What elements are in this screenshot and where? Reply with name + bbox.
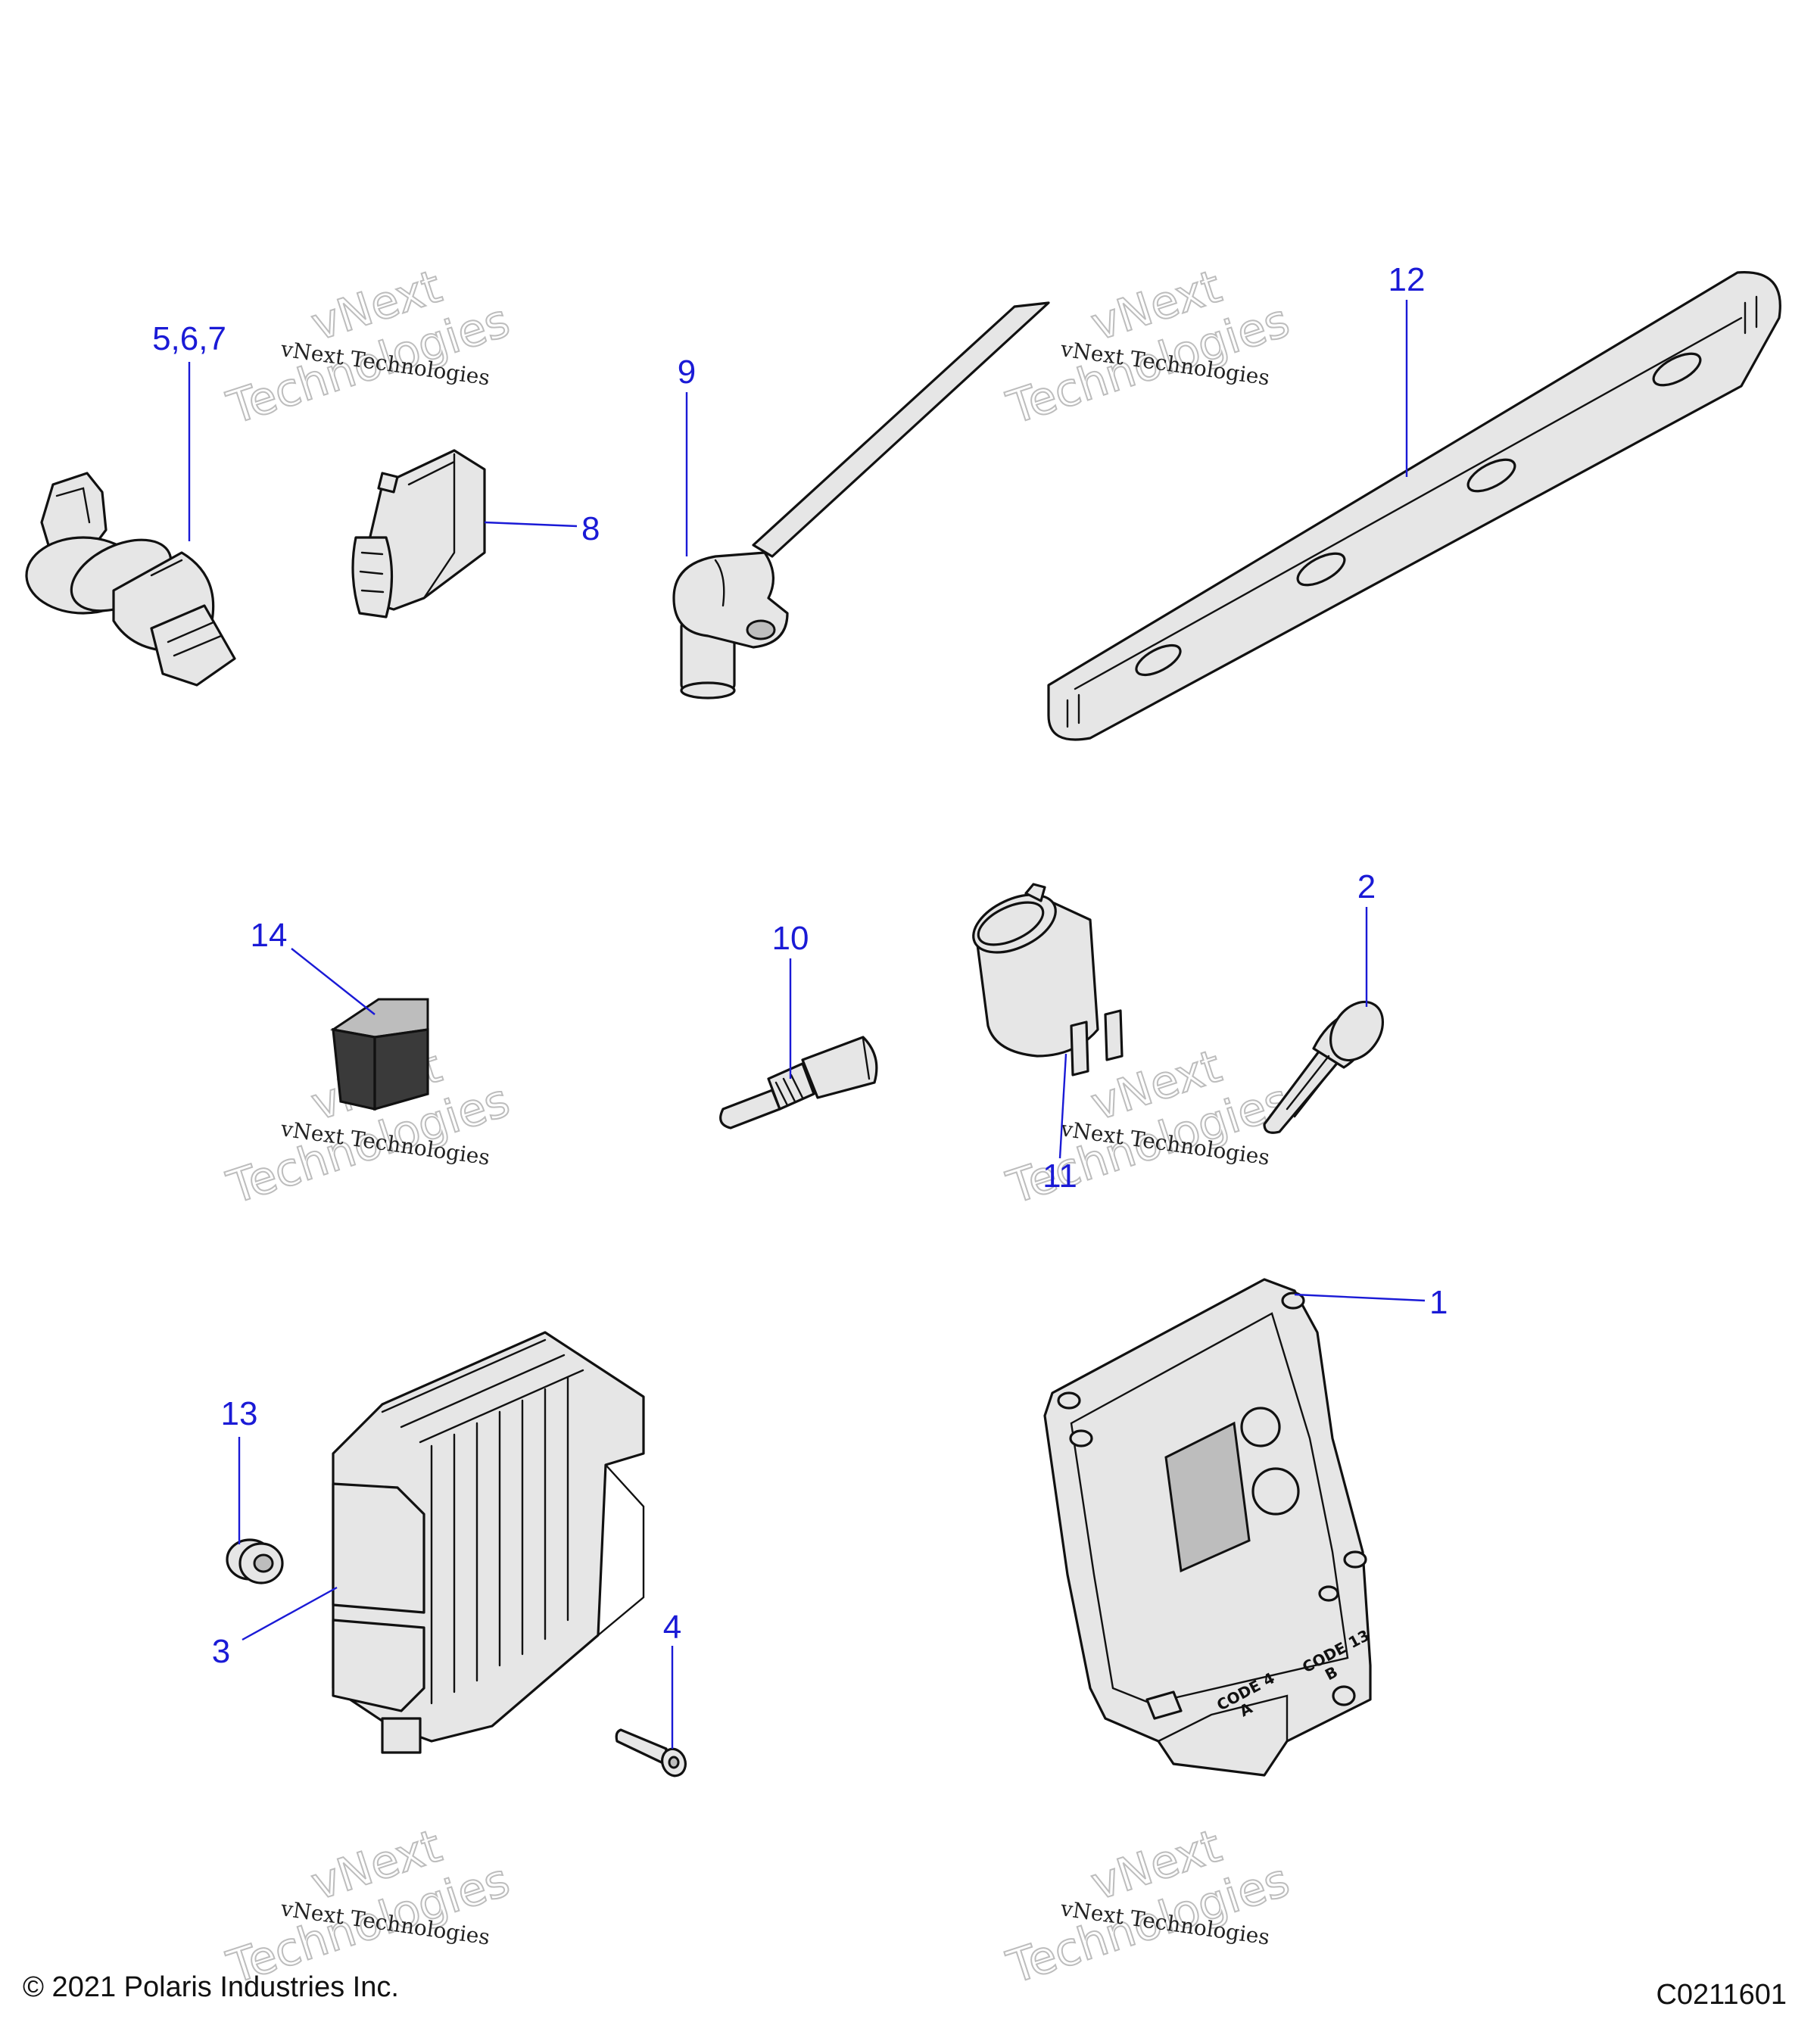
callout-11: 11 [1043,1158,1077,1195]
part-key-switch [25,472,236,687]
callout-2: 2 [1357,868,1376,905]
part-speed-sensor [672,301,1050,700]
callout-567: 5,6,7 [152,320,226,357]
drawing-code: C0211601 [1656,1979,1787,2011]
leader-14 [291,948,376,1015]
callout-1: 1 [1429,1284,1448,1321]
callout-14: 14 [251,917,288,954]
part-regulator [332,1331,645,1754]
watermark-top-left: vNext Technologies vNext Technologies [220,260,516,436]
watermark-bottom-left: vNext Technologies vNext Technologies [220,1819,516,1996]
part-ecu: CODE 4 A CODE 13 B [1043,1278,1373,1777]
watermark-bottom-right: vNext Technologies vNext Technologies [1000,1819,1296,1996]
part-temp-sensor [719,1036,878,1129]
leader-3 [242,1586,338,1641]
callout-10: 10 [772,920,809,957]
callout-8: 8 [581,510,600,547]
part-rocker-switch [330,998,429,1111]
leader-8 [484,521,578,528]
leader-11 [1058,1053,1067,1159]
part-bulb-socket [1263,1000,1385,1134]
part-bracket-bar [1047,271,1781,741]
part-bolt [615,1728,687,1778]
callout-13: 13 [221,1395,258,1432]
copyright-notice: © 2021 Polaris Industries Inc. [23,1971,399,2003]
callout-12: 12 [1388,261,1426,298]
part-grommet [226,1538,284,1584]
part-flasher-relay [972,883,1124,1077]
callout-3: 3 [212,1633,230,1670]
callout-9: 9 [678,354,696,391]
leader-1 [1294,1293,1426,1302]
callout-4: 4 [663,1609,681,1646]
watermark-top-right: vNext Technologies vNext Technologies [1000,260,1296,436]
part-map-sensor [351,449,486,618]
